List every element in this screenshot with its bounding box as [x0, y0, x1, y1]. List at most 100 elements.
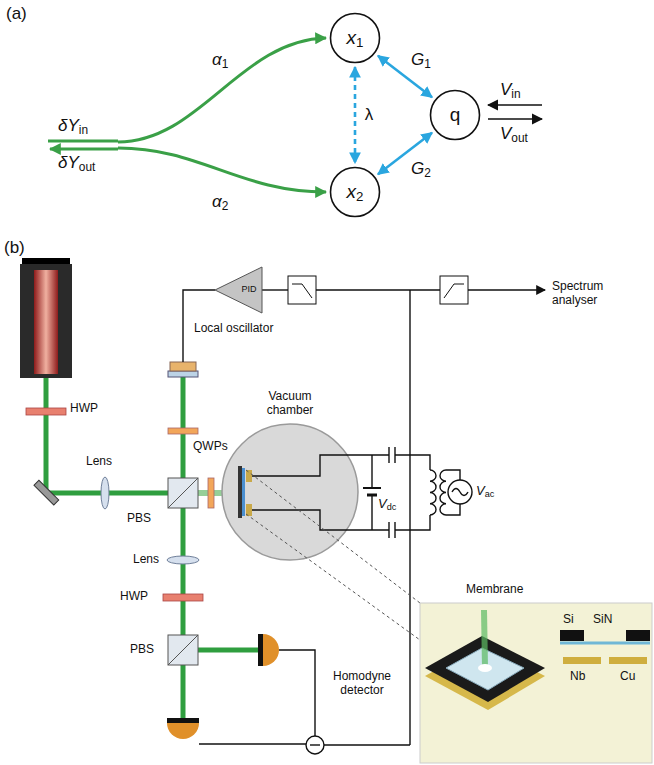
part-name: Homodyne detector: [321, 670, 403, 698]
optical-input-lines-part: [48, 140, 118, 143]
bias-circuit-part: [388, 522, 389, 538]
local-oscillator-mirror-part: [170, 362, 196, 371]
high-pass-filter: [440, 276, 468, 304]
high-pass-filter-part: [440, 276, 468, 304]
laser-beam: [46, 377, 258, 718]
signal-wires-part: [409, 290, 410, 745]
signal-name: Vin: [500, 80, 521, 100]
part-name: HWP: [70, 402, 98, 416]
symbol: G: [411, 50, 424, 69]
optical-input-lines-part: [118, 38, 326, 142]
bias-circuit-part: [446, 504, 460, 515]
photodiode: [258, 634, 279, 666]
mode-circle: x2: [329, 166, 381, 218]
subscript: dc: [387, 502, 397, 512]
membrane-chip-part: [242, 468, 245, 516]
part-name: QWPs: [193, 440, 228, 454]
subscript: 1: [222, 57, 229, 71]
bias-circuit-part: [395, 455, 430, 470]
cross-section-part: [609, 657, 647, 664]
bias-circuit-part: [388, 447, 389, 463]
zoom-lines: [246, 470, 420, 640]
coupling-label: G2: [409, 160, 433, 179]
inset-panel: [420, 603, 652, 763]
zoom-lines-part: [246, 514, 420, 640]
panel-label: (a): [6, 4, 27, 24]
subscript: in: [511, 87, 520, 101]
instrument-name: Spectrum analyser: [552, 280, 642, 308]
bias-circuit-part: [395, 515, 430, 530]
cross-section-part: [560, 630, 584, 641]
laser-beam-part: [181, 665, 186, 718]
laser-beam-part: [181, 508, 186, 635]
bias-circuit-part: [371, 455, 372, 488]
signal-wires-part: [262, 289, 288, 290]
bias-circuit-part: [448, 480, 472, 504]
symbol: α: [212, 50, 222, 69]
cross-section: [560, 630, 650, 664]
half-wave-plate: [163, 594, 203, 601]
material-label: SiN: [593, 613, 612, 627]
subtractor: [306, 736, 324, 754]
symbol: x: [347, 27, 357, 48]
part-name: PBS: [130, 643, 154, 657]
beam-splitter-part: [168, 635, 198, 665]
part-name: Lens: [133, 553, 159, 567]
signal-wires-part: [316, 289, 440, 290]
circle-outline: [431, 91, 480, 140]
laser-beam-part: [181, 377, 186, 478]
membrane-sketch: [425, 610, 545, 710]
photodiode-part: [167, 723, 199, 739]
local-oscillator-mirror: [168, 362, 198, 377]
symbol: V: [500, 80, 511, 99]
photodiode: [167, 718, 199, 739]
laser-part: [34, 270, 58, 374]
part-name: Lens: [86, 455, 112, 469]
beam-splitter-part: [168, 635, 198, 665]
symbol: G: [411, 159, 424, 178]
coupling-label: λ: [363, 106, 376, 125]
subscript: 2: [222, 199, 229, 213]
laser: [20, 258, 72, 378]
amplifier-label: PID: [238, 284, 260, 294]
optical-input-lines-part: [50, 148, 118, 151]
laser-beam-part: [44, 378, 49, 493]
bias-circuit-part: [430, 470, 436, 515]
photodiode-part: [167, 718, 199, 723]
photodiode-part: [263, 634, 279, 666]
part-name: Vacuum chamber: [250, 390, 330, 418]
quarter-wave-plate: [168, 428, 198, 434]
subtractor-part: [306, 736, 324, 754]
coupling-label: α2: [212, 192, 228, 212]
panel-label: (b): [4, 238, 25, 258]
subscript: ac: [485, 489, 495, 499]
symbol: V: [500, 124, 511, 143]
lens: [167, 556, 199, 564]
voltage-label: Vac: [476, 484, 494, 499]
cross-section-part: [626, 630, 650, 641]
symbol: δY: [58, 116, 79, 135]
part-name: Local oscillator: [194, 322, 274, 336]
part-name: Membrane: [466, 583, 523, 597]
bias-circuit-part: [252, 455, 389, 476]
local-oscillator-mirror-part: [168, 371, 198, 377]
cross-section-part: [563, 657, 601, 664]
bias-circuit-part: [446, 470, 460, 480]
low-pass-filter-part: [288, 276, 316, 304]
quarter-wave-plate: [208, 478, 214, 508]
symbol: x: [347, 181, 357, 202]
mode-circle: q: [429, 89, 481, 141]
bias-circuit-part: [363, 487, 381, 489]
beam-splitter-part: [168, 478, 198, 508]
low-pass-filter: [288, 276, 316, 304]
symbol: α: [212, 192, 222, 211]
bias-circuit-part: [371, 495, 372, 530]
membrane-chip-part: [246, 470, 252, 482]
optical-input-lines: [48, 38, 326, 192]
signal-wires-part: [199, 743, 306, 744]
mirror: [34, 480, 59, 505]
membrane-chip-part: [238, 466, 242, 518]
